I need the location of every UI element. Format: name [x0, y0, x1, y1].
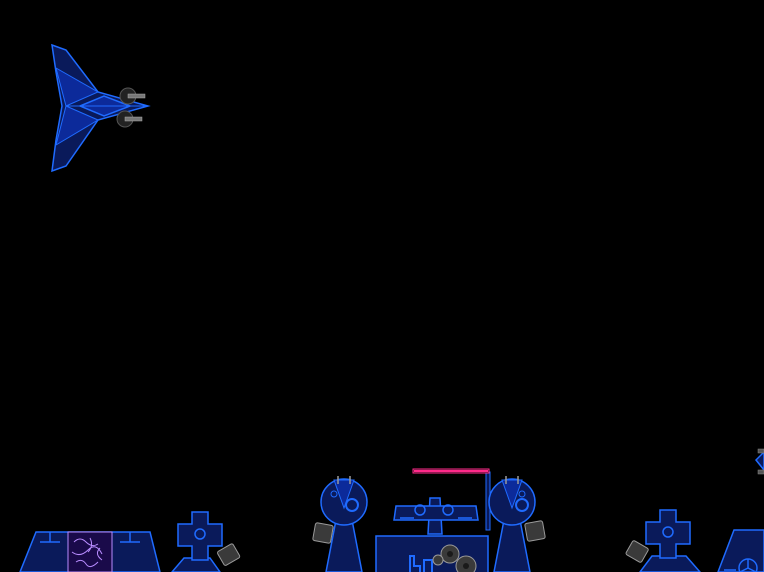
right-dish-cannon — [524, 520, 546, 542]
player-ship-gun-bottom — [116, 110, 143, 128]
base-health-bar — [412, 468, 490, 474]
left-tower-cannon — [217, 543, 241, 566]
docked-fighter[interactable] — [393, 497, 479, 535]
left-dish-cannon — [312, 522, 334, 544]
gear-icon — [432, 544, 477, 572]
left-cross-tower[interactable] — [171, 511, 241, 572]
player-ship-wing-top — [55, 66, 100, 107]
player-ship-gun-top — [119, 87, 146, 105]
right-cross-tower[interactable] — [625, 509, 701, 572]
hangar-purple-panel — [67, 531, 113, 572]
left-hangar-pad[interactable] — [19, 531, 161, 572]
right-radar-dish[interactable] — [488, 476, 546, 572]
left-radar-dish[interactable] — [312, 476, 368, 572]
central-command[interactable] — [375, 471, 491, 572]
enemy-ship-edge[interactable] — [754, 448, 764, 475]
right-gun-platform[interactable] — [717, 529, 764, 572]
base-health-fill — [414, 470, 488, 472]
right-tower-cannon — [625, 540, 649, 563]
player-ship[interactable] — [51, 43, 151, 173]
player-ship-wing-bottom — [55, 105, 100, 147]
